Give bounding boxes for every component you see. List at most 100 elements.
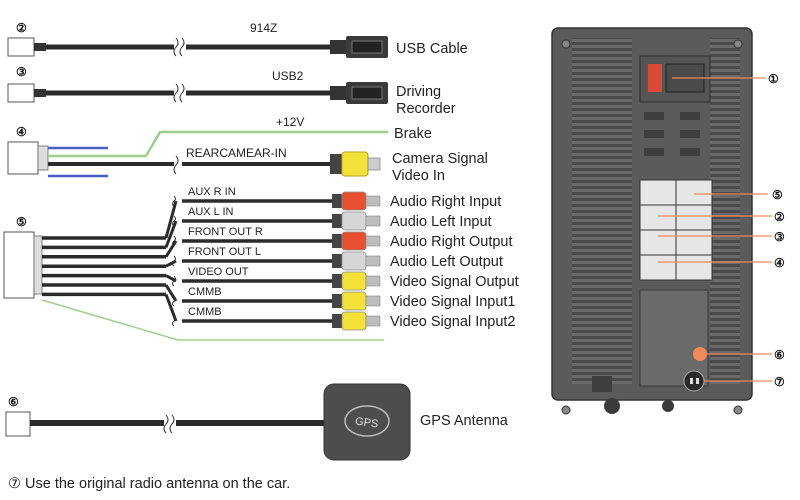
panel-slot [644, 130, 664, 138]
harness-output-label: Audio Left Output [390, 254, 503, 270]
break-mark [173, 37, 179, 57]
camera-connector-collar [37, 145, 49, 171]
brake-label: Brake [394, 126, 432, 142]
rca-sleeve [332, 194, 342, 208]
rca-plug [341, 191, 367, 211]
panel-callouts: ① ⑤ ② ③ ④ ⑥ ⑦ [658, 72, 785, 389]
harness-output-label: Video Signal Input2 [390, 314, 516, 330]
break-mark [172, 195, 176, 207]
break-mark [172, 255, 176, 267]
harness-connector [3, 231, 35, 299]
camera-signal-label-2: Video In [392, 168, 445, 184]
harness-output-label: Audio Right Output [390, 234, 513, 250]
callout-3: ③ [774, 230, 785, 244]
rca-plug [341, 251, 367, 271]
harness-wire-label: CMMB [188, 286, 222, 298]
panel-slot [680, 112, 700, 120]
camera-brake-group: ④ +12V Brake REARCAMEAR-IN Camera Signal… [7, 115, 488, 184]
camera-connector-left [7, 141, 39, 175]
usb-connector-collar [34, 43, 46, 51]
harness-output-label: Audio Right Input [390, 194, 501, 210]
harness-wire-label: FRONT OUT R [188, 226, 263, 238]
break-mark [172, 295, 176, 307]
camera-wire-a [48, 162, 174, 166]
usb-cable-code: 914Z [250, 21, 277, 35]
head-unit-panel [551, 27, 753, 415]
driving-recorder-label-2: Recorder [396, 101, 456, 117]
panel-vent-left [572, 38, 632, 384]
gps-group: ⑥ GPS GPS Antenna [5, 383, 509, 461]
harness-wire-bend [164, 284, 178, 302]
brake-wire [48, 130, 388, 158]
antenna-note: ⑦ Use the original radio antenna on the … [8, 476, 290, 492]
rca-sleeve [332, 294, 342, 308]
rca-tip [365, 235, 381, 247]
camera-wire-b [182, 162, 332, 166]
break-mark [179, 37, 185, 57]
driving-recorder-label-1: Driving [396, 84, 441, 100]
break-mark [169, 414, 175, 434]
rca-plug [341, 211, 367, 231]
camera-rca-plug [341, 151, 369, 177]
harness-wire-label: AUX L IN [188, 206, 233, 218]
rca-tip [365, 195, 381, 207]
callout-2: ② [774, 210, 785, 224]
camera-plug-sleeve [330, 154, 342, 174]
usb-wire-b [186, 44, 332, 50]
ground-wire [41, 299, 384, 341]
power-label: +12V [276, 115, 304, 129]
usb2-plug-body [330, 86, 346, 100]
harness-output-label: Video Signal Output [390, 274, 519, 290]
break-mark [163, 414, 169, 434]
harness-wire-bend [165, 274, 177, 283]
rca-sleeve [332, 214, 342, 228]
rca-sleeve [332, 254, 342, 268]
break-mark [179, 83, 185, 103]
rca-plug [341, 291, 367, 311]
harness-wire-label: FRONT OUT L [188, 246, 261, 258]
rca-plug [341, 311, 367, 331]
power-port-fuse [648, 64, 662, 92]
usb-wire-a [46, 44, 174, 50]
rca-sleeve [332, 314, 342, 328]
marker-3: ③ [16, 65, 27, 79]
callout-1: ① [768, 72, 779, 86]
usb-cable-label: USB Cable [396, 41, 468, 57]
rca-tip [365, 215, 381, 227]
usb-connector-left [7, 37, 35, 57]
harness-wire-label: AUX R IN [188, 186, 236, 198]
usb2-wire-b [186, 90, 332, 96]
marker-2: ② [16, 21, 27, 35]
panel-slot [680, 148, 700, 156]
rca-tip [365, 275, 381, 287]
gps-antenna-label: GPS Antenna [420, 413, 509, 429]
usb-plug-body [330, 40, 346, 54]
usb2-plug-port [351, 86, 383, 100]
gps-connector [5, 411, 31, 437]
rca-tip [365, 255, 381, 267]
marker-4: ④ [16, 125, 27, 139]
rca-plug [341, 231, 367, 251]
break-mark [173, 155, 179, 175]
break-mark [172, 215, 176, 227]
break-mark [173, 83, 179, 103]
harness-wire-label: CMMB [188, 306, 222, 318]
harness-wire-bend [164, 220, 178, 248]
rca-sleeve [332, 274, 342, 288]
rca-sleeve [332, 234, 342, 248]
panel-slot [680, 130, 700, 138]
gps-emblem [344, 405, 390, 437]
panel-knob [604, 398, 620, 414]
rca-tip [365, 295, 381, 307]
callout-6: ⑥ [774, 348, 785, 362]
harness-wire-bend [165, 259, 177, 268]
lower-bay [639, 289, 709, 387]
screw-icon [561, 405, 571, 415]
camera-signal-label-1: Camera Signal [392, 151, 488, 167]
marker-5: ⑤ [16, 215, 27, 229]
panel-knob [662, 400, 674, 412]
gps-wire-a [30, 420, 164, 426]
driving-recorder-group: ③ USB2 Driving Recorder [7, 65, 456, 117]
